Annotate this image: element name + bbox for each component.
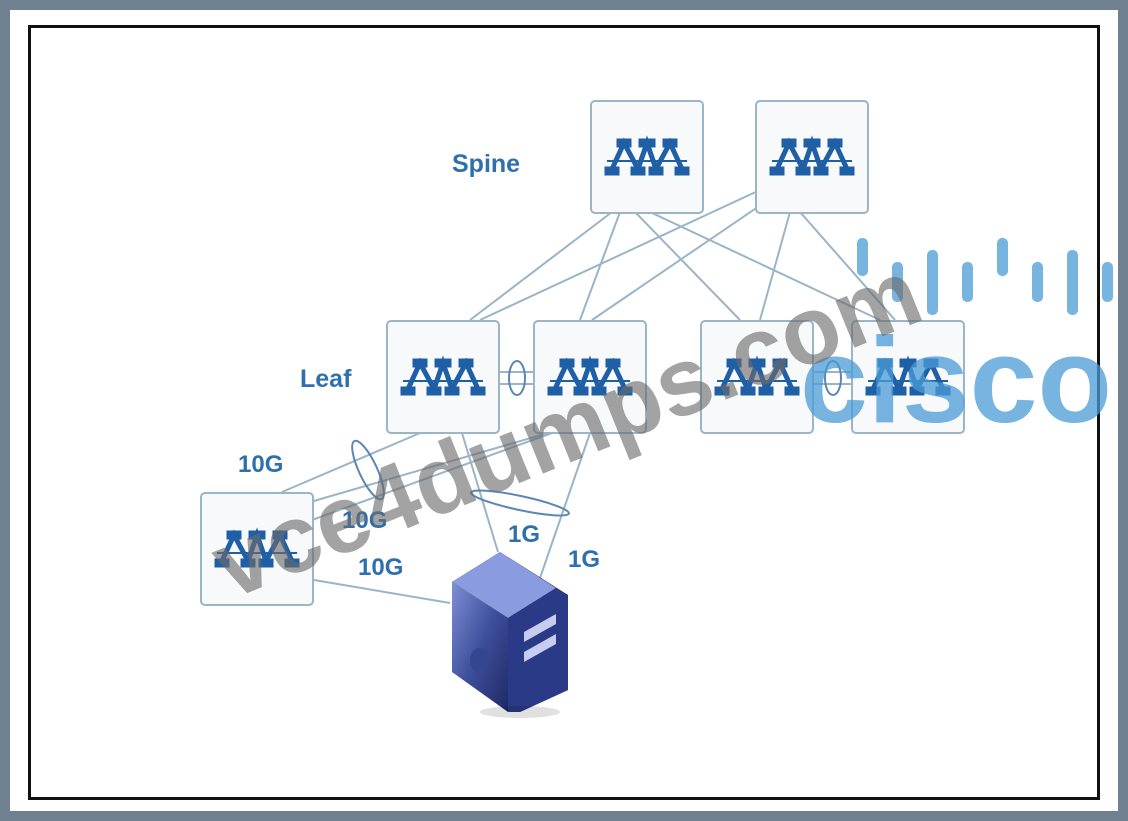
spine-label: Spine [452, 150, 520, 178]
leaf-switch-3 [700, 320, 814, 434]
link-spine2-leaf2 [591, 199, 769, 321]
link-spine1-leaf2 [579, 211, 621, 321]
link-spine1-leaf4 [649, 211, 881, 321]
port-channel-ellipse-icon [824, 360, 842, 396]
port-channel-ellipse-icon [508, 360, 526, 396]
leaf-switch-4 [851, 320, 965, 434]
cisco-wordmark: cisco [800, 312, 1112, 448]
port-channel-ellipse-icon [470, 489, 570, 517]
link-speed-label: 10G [358, 554, 403, 581]
cisco-logo: cisco [800, 238, 1113, 448]
watermarks: cisco vce4dumps.com [198, 238, 1113, 619]
port-channel-ellipse-icon [351, 439, 385, 501]
access-switch [200, 492, 314, 606]
link-speed-label: 10G [238, 451, 283, 478]
leaf-switch-1 [386, 320, 500, 434]
link-spine1-leaf1 [469, 211, 613, 321]
link-spine2-leaf1 [479, 189, 761, 321]
link-spine2-leaf3 [759, 211, 791, 321]
server-tower-icon [452, 552, 568, 718]
link-speed-label: 1G [508, 521, 540, 548]
link-spine1-leaf3 [634, 211, 741, 321]
link-speed-label: 1G [568, 546, 600, 573]
leaf-switch-2 [533, 320, 647, 434]
spine-switch-1 [590, 100, 704, 214]
link-server-leaf1 [461, 432, 499, 553]
link-access-leaf2-b [311, 432, 553, 521]
switches [200, 100, 965, 606]
spine-switch-2 [755, 100, 869, 214]
link-access-server [313, 579, 451, 604]
links [281, 189, 896, 604]
leaf-label: Leaf [300, 365, 352, 393]
link-server-leaf2 [539, 432, 591, 579]
link-speed-label: 10G [342, 507, 387, 534]
link-access-leaf1 [281, 432, 421, 493]
port-channels [351, 360, 842, 517]
link-spine2-leaf4 [799, 211, 896, 321]
server [452, 552, 568, 718]
link-access-leaf2 [299, 432, 549, 506]
